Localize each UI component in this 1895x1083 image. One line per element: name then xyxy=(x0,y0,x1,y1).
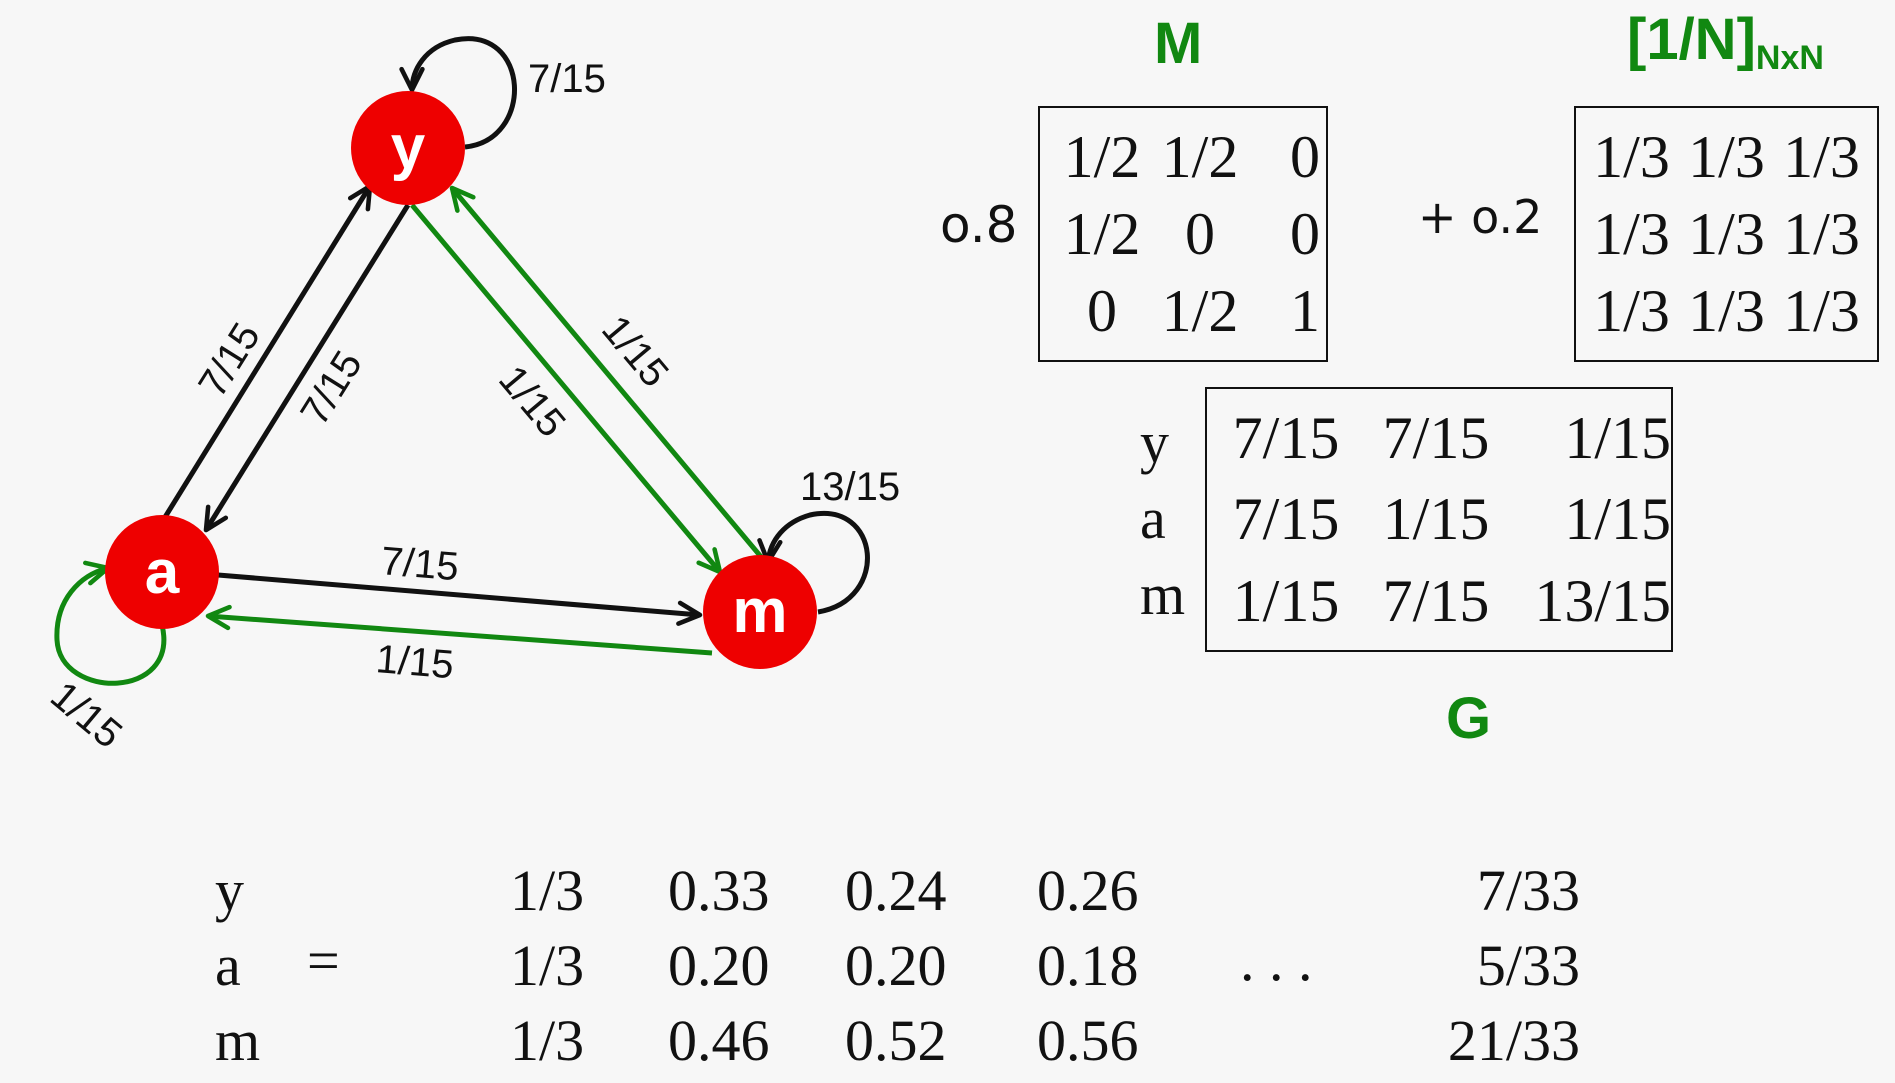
matrix-m: 1/2 1/2 0 1/2 0 0 0 1/2 1 xyxy=(1038,106,1328,362)
equals-sign: = xyxy=(307,928,340,993)
node-label-y: y xyxy=(391,113,426,182)
edge-label-a-to-m: 7/15 xyxy=(379,539,460,589)
iteration-row-label: y xyxy=(215,858,244,923)
iteration-final-value: 21/33 xyxy=(1447,1008,1580,1073)
edge-a-self xyxy=(54,560,167,686)
matrix-g-cell: 7/15 xyxy=(1382,568,1490,635)
matrix-m-cell: 1/2 xyxy=(1161,123,1239,190)
matrix-n: 1/3 1/3 1/3 1/3 1/3 1/3 1/3 1/3 1/3 xyxy=(1574,106,1879,362)
edge-label-m-self: 13/15 xyxy=(800,465,900,509)
iteration-row-label: a xyxy=(215,933,241,998)
edge-m-to-a xyxy=(205,604,713,656)
teleport-coefficient: + o.2 xyxy=(1418,190,1543,244)
node-label-m: m xyxy=(732,577,787,646)
edge-y-to-m xyxy=(410,203,723,575)
iteration-value: 1/3 xyxy=(510,858,585,923)
edge-label-y-self: 7/15 xyxy=(528,57,606,101)
edge-y-self xyxy=(399,36,518,150)
edge-label-m-to-a: 1/15 xyxy=(374,637,455,687)
iteration-final-value: 7/33 xyxy=(1476,858,1580,923)
matrix-n-cell: 1/3 xyxy=(1688,278,1765,345)
matrix-g-cell: 13/15 xyxy=(1534,568,1671,635)
matrix-g-cell: 7/15 xyxy=(1232,486,1340,553)
iteration-final-value: 5/33 xyxy=(1476,933,1580,998)
matrix-m-cell: 1/2 xyxy=(1063,200,1141,267)
iteration-value: 0.24 xyxy=(845,858,947,923)
matrix-n-cell: 1/3 xyxy=(1688,123,1765,190)
iteration-value: 0.20 xyxy=(668,933,770,998)
edge-m-to-y xyxy=(449,185,764,560)
iteration-value: 1/3 xyxy=(510,933,585,998)
node-m: m xyxy=(703,555,817,669)
matrix-m-cell: 1/2 xyxy=(1161,278,1239,345)
node-y: y xyxy=(351,91,465,205)
iteration-value: 0.20 xyxy=(845,933,947,998)
matrix-g-cell: 1/15 xyxy=(1382,486,1490,553)
edge-a-to-y xyxy=(159,183,373,524)
matrix-n-cell: 1/3 xyxy=(1783,200,1860,267)
matrix-n-cell: 1/3 xyxy=(1783,123,1860,190)
matrix-m-cell: 1 xyxy=(1290,278,1320,345)
matrix-m-cell: 0 xyxy=(1087,278,1117,345)
matrix-g-cell: 1/15 xyxy=(1564,404,1671,471)
matrix-m-cell: 0 xyxy=(1290,123,1320,190)
matrix-g-cell: 7/15 xyxy=(1382,404,1490,471)
matrix-m-cell: 0 xyxy=(1185,200,1215,267)
iteration-value: 0.33 xyxy=(668,858,770,923)
matrix-n-cell: 1/3 xyxy=(1593,123,1670,190)
matrix-g-row-label: a xyxy=(1140,486,1166,551)
matrix-n-cell: 1/3 xyxy=(1593,200,1670,267)
matrix-g: 7/15 7/15 1/15 7/15 1/15 1/15 1/15 7/15 … xyxy=(1205,387,1673,652)
edge-y-to-a xyxy=(203,203,411,533)
iteration-value: 0.52 xyxy=(845,1008,947,1073)
ellipsis: . . . xyxy=(1240,928,1313,993)
iteration-value: 0.46 xyxy=(668,1008,770,1073)
matrix-g-row-label: y xyxy=(1140,410,1169,475)
iteration-value: 0.26 xyxy=(1037,858,1139,923)
matrix-n-title: [1/N]NxN xyxy=(1627,6,1824,78)
edge-m-self xyxy=(757,510,870,615)
pagerank-graph: 7/15 7/15 7/15 1/15 1/15 7/15 1/15 1/15 … xyxy=(42,36,900,757)
matrix-m-title: M xyxy=(1154,11,1203,76)
matrix-g-title: G xyxy=(1446,686,1492,751)
matrix-g-cell: 1/15 xyxy=(1564,486,1671,553)
matrix-g-cell: 1/15 xyxy=(1232,568,1340,635)
matrix-g-row-label: m xyxy=(1140,562,1186,627)
matrix-m-cell: 1/2 xyxy=(1063,123,1141,190)
node-a: a xyxy=(105,515,219,629)
matrix-m-cell: 0 xyxy=(1290,200,1320,267)
iteration-value: 0.56 xyxy=(1037,1008,1139,1073)
matrix-n-cell: 1/3 xyxy=(1593,278,1670,345)
matrix-n-cell: 1/3 xyxy=(1783,278,1860,345)
beta-coefficient: o.8 xyxy=(940,196,1018,254)
matrix-n-title-text: [1/N] xyxy=(1627,7,1756,72)
iteration-value: 0.18 xyxy=(1037,933,1139,998)
matrix-n-cell: 1/3 xyxy=(1688,200,1765,267)
edge-a-to-m xyxy=(217,572,703,626)
iteration-value: 1/3 xyxy=(510,1008,585,1073)
iteration-row-label: m xyxy=(215,1008,261,1073)
matrix-g-cell: 7/15 xyxy=(1232,404,1340,471)
node-label-a: a xyxy=(145,538,180,607)
matrix-n-subscript: NxN xyxy=(1755,39,1824,77)
